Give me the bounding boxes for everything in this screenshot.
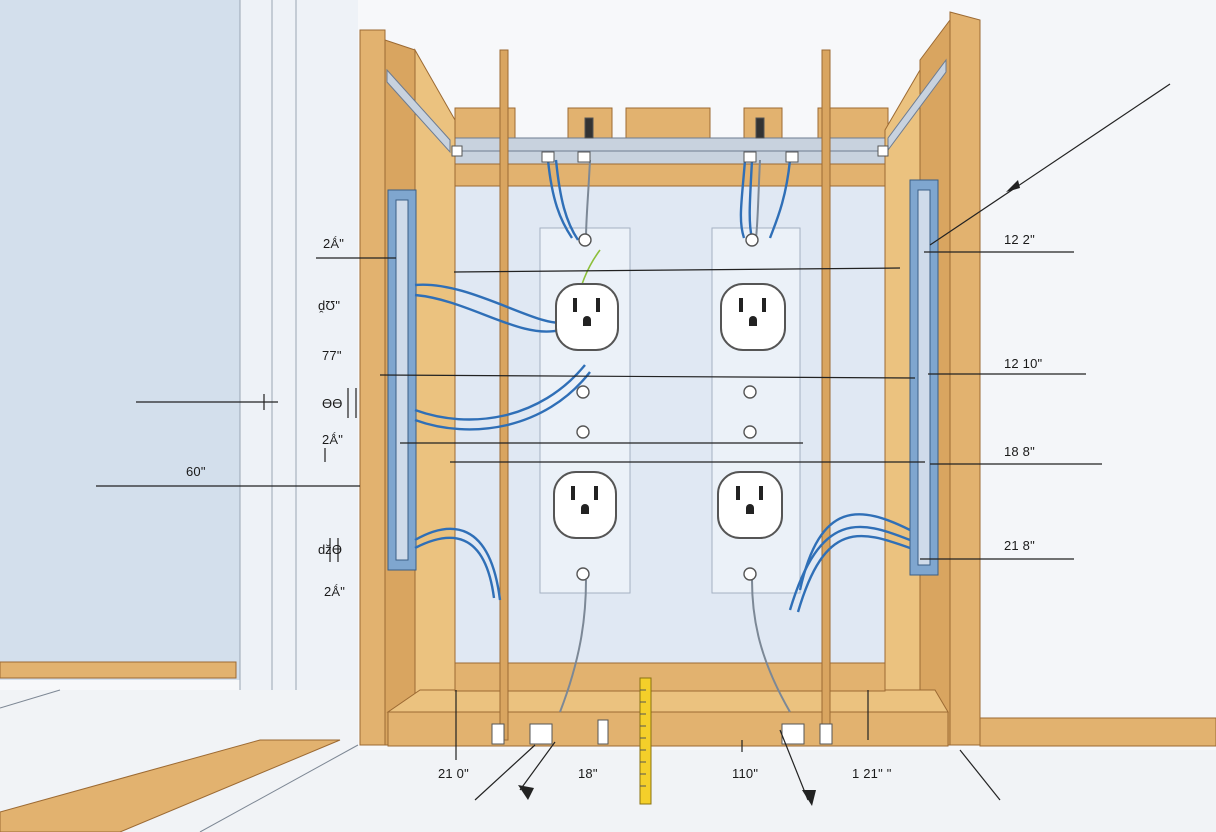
- measuring-tape: [639, 677, 652, 805]
- bottom-clips: [491, 719, 833, 745]
- left-wall-surface: [0, 0, 240, 680]
- dimension-label-bottom-2: 18": [578, 766, 598, 781]
- outlet-bottom-right: [717, 471, 783, 539]
- dimension-label-left-8: 60": [186, 464, 206, 479]
- dimension-label-left-7: 2Ǻ": [324, 584, 346, 599]
- dimension-label-left-4: ƟƟ: [322, 396, 343, 411]
- dimension-label-left-5: 2Ǻ": [322, 432, 344, 447]
- rail-clips: [451, 117, 889, 163]
- bottom-plate-top: [386, 689, 949, 713]
- right-stud-outer: [949, 11, 981, 746]
- blue-wires: [414, 159, 911, 613]
- wall-cavity: [450, 180, 890, 665]
- dimension-label-left-3: 77": [322, 348, 342, 363]
- dimension-label-bottom-4: 1 21" ": [852, 766, 892, 781]
- left-stud-outer: [359, 29, 386, 746]
- grey-wires: [559, 159, 791, 713]
- dimension-label-right-3: 18 8": [1004, 444, 1035, 459]
- dimension-label-bottom-1: 21 0": [438, 766, 469, 781]
- outlet-top-right: [720, 283, 786, 351]
- floor: [0, 690, 1216, 832]
- dimension-label-right-2: 12 10": [1004, 356, 1043, 371]
- left-baseboard: [0, 661, 237, 679]
- dimension-label-right-4: 21 8": [1004, 538, 1035, 553]
- left-stud-return: [414, 48, 456, 747]
- left-top-rail: [386, 68, 451, 154]
- mounting-screws: [576, 233, 759, 581]
- bottom-plate: [387, 711, 949, 747]
- left-rod: [499, 49, 509, 741]
- arrowheads: [518, 180, 1020, 806]
- outlet-bottom-left: [553, 471, 617, 539]
- left-wall-edge: [240, 0, 358, 745]
- dimension-label-left-1: 2Ǻ": [323, 236, 345, 251]
- right-rod: [821, 49, 831, 741]
- top-plate-block: [625, 107, 711, 139]
- dimension-lines: [96, 83, 1171, 801]
- dimension-label-left-2: ḓƱ": [318, 298, 341, 313]
- dimension-label-right-1: 12 2": [1004, 232, 1035, 247]
- sill-plate: [454, 662, 886, 692]
- right-wall-surface: [980, 0, 1216, 720]
- dimension-label-left-6: ǆƟ: [318, 542, 343, 557]
- outlet-top-left: [555, 283, 619, 351]
- right-baseboard: [979, 717, 1216, 747]
- dimension-label-bottom-3: 110": [732, 766, 759, 781]
- floor-plank: [0, 739, 341, 832]
